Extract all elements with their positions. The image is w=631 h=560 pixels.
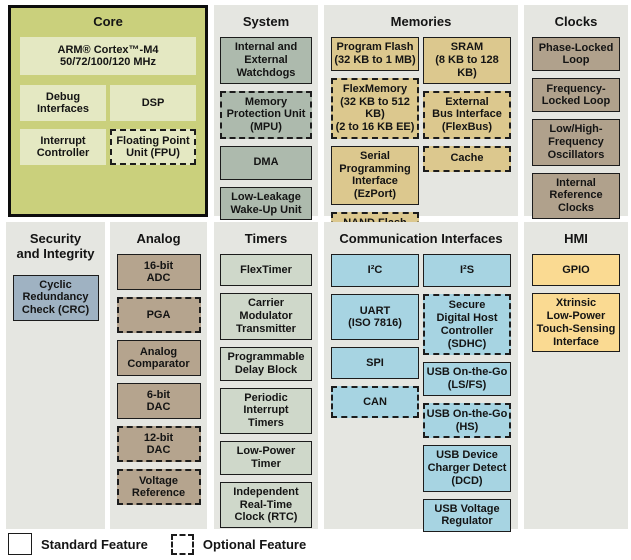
comm-columns: I²C UART (ISO 7816) SPI CAN I²S Secure D… [324,254,518,539]
block-flexbus-optional: External Bus Interface (FlexBus) [423,90,511,139]
section-title-system: System [242,14,290,29]
block-debug-interfaces: Debug Interfaces [20,85,106,122]
section-memories: Memories Program Flash (32 KB to 1 MB) F… [324,5,518,248]
block-gpio: GPIO [532,254,620,287]
block-crc: Cyclic Redundancy Check (CRC) [12,274,99,321]
block-low-power-timer: Low-Power Timer [220,440,312,475]
block-touch-sensing-interface: Xtrinsic Low-Power Touch-Sensing Interfa… [532,293,620,353]
block-analog-comparator: Analog Comparator [116,340,201,377]
legend: Standard Feature Optional Feature [8,533,329,555]
section-title-clocks: Clocks [554,14,598,29]
block-pll: Phase-Locked Loop [532,37,620,72]
section-title-core: Core [93,14,123,29]
block-programmable-delay-block: Programmable Delay Block [220,346,312,381]
block-periodic-interrupt-timers: Periodic Interrupt Timers [220,387,312,434]
block-rtc: Independent Real-Time Clock (RTC) [220,481,312,529]
block-carrier-modulator-transmitter: Carrier Modulator Transmitter [220,293,312,340]
legend-optional-feature-label: Optional Feature [202,536,307,552]
core-row-2: Interrupt Controller Floating Point Unit… [20,129,196,166]
block-mpu-optional: Memory Protection Unit (MPU) [220,90,312,139]
section-title-analog: Analog [136,231,181,246]
block-uart: UART (ISO 7816) [331,294,419,341]
section-title-communication-interfaces: Communication Interfaces [339,231,503,246]
block-watchdogs: Internal and External Watchdogs [220,37,312,84]
block-program-flash: Program Flash (32 KB to 1 MB) [331,37,419,71]
block-fpu-optional: Floating Point Unit (FPU) [110,129,196,166]
section-system: System Internal and External Watchdogs M… [214,5,318,221]
block-internal-reference-clocks: Internal Reference Clocks [532,172,620,219]
block-interrupt-controller: Interrupt Controller [20,129,106,166]
block-i2s: I²S [423,254,511,288]
block-fll: Frequency- Locked Loop [532,78,620,113]
comm-column-left: I²C UART (ISO 7816) SPI CAN [331,254,419,539]
block-arm-cortex-m4: ARM® Cortex™-M4 50/72/100/120 MHz [20,37,196,76]
block-16bit-adc: 16-bit ADC [116,254,201,291]
block-spi: SPI [331,347,419,380]
block-llwu: Low-Leakage Wake-Up Unit [220,186,312,221]
section-timers: Timers FlexTimer Carrier Modulator Trans… [214,222,318,529]
core-row-1: Debug Interfaces DSP [20,85,196,122]
block-can-optional: CAN [331,386,419,419]
section-clocks: Clocks Phase-Locked Loop Frequency- Lock… [524,5,628,219]
legend-standard-feature-label: Standard Feature [41,536,148,552]
section-communication-interfaces: Communication Interfaces I²C UART (ISO 7… [324,222,518,533]
section-title-security: Security and Integrity [16,231,95,262]
block-sram: SRAM (8 KB to 128 KB) [423,37,511,84]
block-usb-otg-hs-optional: USB On-the-Go (HS) [423,402,511,439]
block-usb-voltage-regulator: USB Voltage Regulator [423,498,511,533]
block-usb-otg-lsfs: USB On-the-Go (LS/FS) [423,362,511,396]
section-core: Core ARM® Cortex™-M4 50/72/100/120 MHz D… [8,5,208,217]
block-cache-optional: Cache [423,145,511,172]
block-i2c: I²C [331,254,419,288]
section-title-memories: Memories [390,14,452,29]
section-analog: Analog 16-bit ADC PGA Analog Comparator … [110,222,207,529]
legend-optional-feature-swatch [170,533,194,555]
section-title-timers: Timers [244,231,288,246]
block-12bit-dac-optional: 12-bit DAC [116,426,201,463]
block-ezport: Serial Programming Interface (EzPort) [331,145,419,205]
section-title-hmi: HMI [564,231,588,246]
legend-standard-feature-swatch [8,533,32,555]
block-usb-dcd: USB Device Charger Detect (DCD) [423,445,511,492]
section-security-integrity: Security and Integrity Cyclic Redundancy… [6,222,105,529]
section-hmi: HMI GPIO Xtrinsic Low-Power Touch-Sensin… [524,222,628,529]
comm-column-right: I²S Secure Digital Host Controller (SDHC… [423,254,511,539]
block-flexmemory-optional: FlexMemory (32 KB to 512 KB) (2 to 16 KB… [331,77,419,139]
block-pga-optional: PGA [116,297,201,334]
block-6bit-dac: 6-bit DAC [116,383,201,420]
block-dma: DMA [220,145,312,180]
block-sdhc-optional: Secure Digital Host Controller (SDHC) [423,294,511,356]
block-oscillators: Low/High- Frequency Oscillators [532,119,620,166]
block-dsp: DSP [110,85,196,122]
block-voltage-reference-optional: Voltage Reference [116,469,201,506]
memories-column-right: SRAM (8 KB to 128 KB) External Bus Inter… [423,37,511,254]
block-flextimer: FlexTimer [220,254,312,287]
